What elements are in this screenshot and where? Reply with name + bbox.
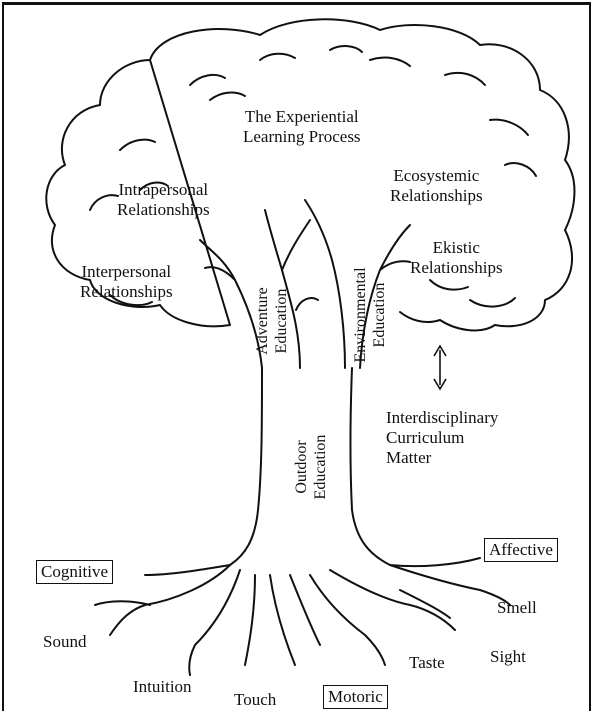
sense-taste: Taste	[409, 653, 445, 673]
curriculum-line-3: Matter	[386, 448, 498, 468]
interpersonal-label: Interpersonal Relationships	[80, 262, 173, 302]
sense-touch: Touch	[234, 690, 276, 710]
environmental-line-2: Education	[370, 245, 389, 385]
environmental-education-label: Environmental Education	[351, 245, 389, 385]
title-label: The Experiential Learning Process	[243, 107, 361, 147]
outdoor-line-1: Outdoor	[292, 412, 311, 522]
outdoor-line-2: Education	[311, 412, 330, 522]
adventure-education-label: Adventure Education	[253, 261, 291, 381]
ekistic-label: Ekistic Relationships	[410, 238, 503, 278]
title-line-2: Learning Process	[243, 127, 361, 147]
affective-box: Affective	[484, 538, 558, 562]
trunk-right	[351, 368, 391, 565]
interpersonal-line-2: Relationships	[80, 282, 173, 302]
ekistic-line-1: Ekistic	[410, 238, 503, 258]
ecosystemic-line-1: Ecosystemic	[390, 166, 483, 186]
sense-smell: Smell	[497, 598, 537, 618]
adventure-line-1: Adventure	[253, 261, 272, 381]
ecosystemic-label: Ecosystemic Relationships	[390, 166, 483, 206]
curriculum-note: Interdisciplinary Curriculum Matter	[386, 408, 498, 468]
curriculum-line-1: Interdisciplinary	[386, 408, 498, 428]
roots	[95, 558, 510, 675]
intrapersonal-line-2: Relationships	[117, 200, 210, 220]
motoric-box: Motoric	[323, 685, 388, 709]
sense-sound: Sound	[43, 632, 86, 652]
adventure-line-2: Education	[272, 261, 291, 381]
sense-intuition: Intuition	[133, 677, 192, 697]
curriculum-line-2: Curriculum	[386, 428, 498, 448]
intrapersonal-label: Intrapersonal Relationships	[117, 180, 210, 220]
trunk-left	[230, 368, 262, 565]
sense-sight: Sight	[490, 647, 526, 667]
environmental-line-1: Environmental	[351, 245, 370, 385]
intrapersonal-line-1: Intrapersonal	[117, 180, 210, 200]
ecosystemic-line-2: Relationships	[390, 186, 483, 206]
cognitive-box: Cognitive	[36, 560, 113, 584]
outdoor-education-label: Outdoor Education	[292, 412, 330, 522]
ekistic-line-2: Relationships	[410, 258, 503, 278]
interpersonal-line-1: Interpersonal	[80, 262, 173, 282]
title-line-1: The Experiential	[243, 107, 361, 127]
